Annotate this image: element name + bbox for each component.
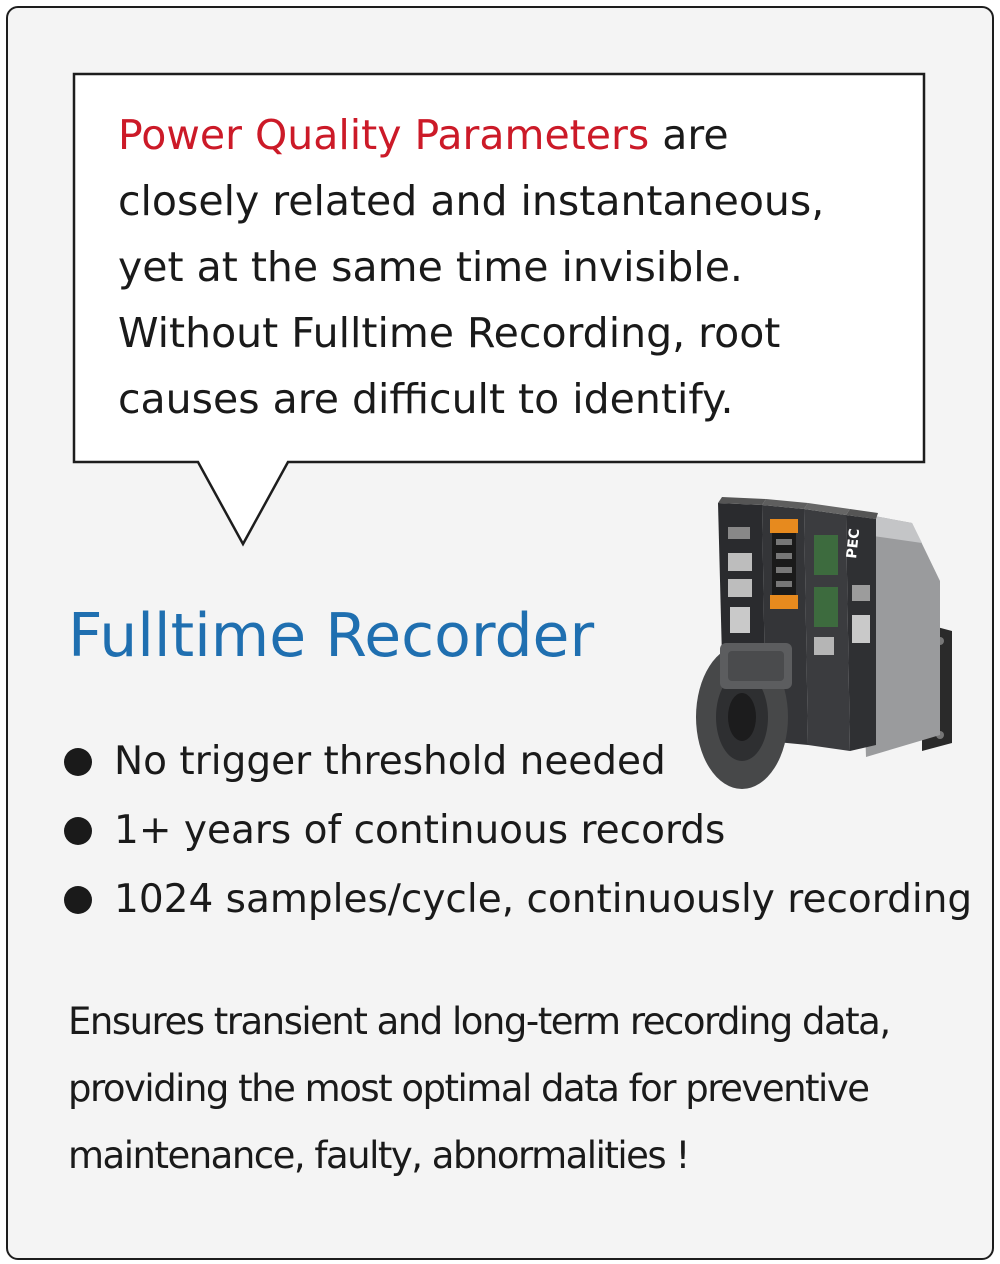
bubble-line-1: are [649, 111, 729, 159]
bubble-text: Power Quality Parameters are closely rela… [118, 102, 898, 432]
summary-line-3: maintenance, faulty, abnormalities ! [68, 1134, 690, 1177]
bullet-icon [64, 816, 92, 845]
summary-line-1: Ensures transient and long-term recordin… [68, 1000, 891, 1043]
feature-list: No trigger threshold needed 1+ years of … [64, 727, 972, 934]
bubble-line-2: closely related and instantaneous, [118, 177, 825, 225]
feature-item: 1024 samples/cycle, continuously recordi… [64, 865, 972, 934]
bubble-line-5: causes are difficult to identify. [118, 375, 734, 423]
bubble-line-4: Without Fulltime Recording, root [118, 309, 781, 357]
feature-text: No trigger threshold needed [114, 739, 666, 784]
feature-text: 1024 samples/cycle, continuously recordi… [114, 877, 973, 922]
brand-mark: PEC [844, 528, 863, 560]
bullet-icon [64, 885, 92, 914]
bubble-highlight: Power Quality Parameters [118, 111, 650, 159]
recorder-device-image: PEC [696, 497, 952, 789]
feature-item: 1+ years of continuous records [64, 796, 972, 865]
feature-text: 1+ years of continuous records [114, 808, 726, 853]
bullet-icon [64, 747, 92, 776]
summary-text: Ensures transient and long-term recordin… [68, 988, 968, 1189]
feature-item: No trigger threshold needed [64, 727, 972, 796]
speech-bubble [72, 72, 926, 547]
product-title: Fulltime Recorder [68, 601, 595, 671]
bubble-line-3: yet at the same time invisible. [118, 243, 743, 291]
summary-line-2: providing the most optimal data for prev… [68, 1067, 870, 1110]
